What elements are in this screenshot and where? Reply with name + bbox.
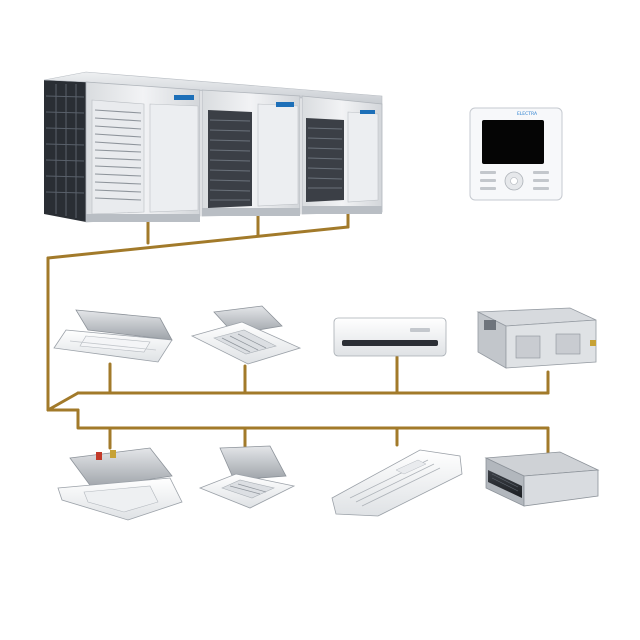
- four-way-cassette-unit: [190, 305, 302, 365]
- midea-badge: [360, 110, 375, 114]
- controller-screen: [482, 120, 544, 164]
- high-static-ducted-unit: [476, 307, 597, 369]
- lower-header-pipe: [76, 408, 550, 430]
- slim-ducted-unit: [484, 451, 600, 507]
- outdoor-unit: [85, 81, 201, 223]
- compact-cassette-unit: [198, 445, 296, 509]
- console-cassette-unit: [57, 447, 183, 521]
- one-way-cassette-unit: [53, 309, 173, 363]
- midea-badge: [276, 102, 294, 107]
- refrigerant-piping: [46, 210, 550, 462]
- controller-logo: ELECTRA: [517, 111, 538, 117]
- outdoor-unit-bank: [43, 71, 383, 223]
- outdoor-side-coil: [44, 80, 86, 222]
- ceiling-floor-unit: [331, 449, 463, 517]
- wall-mounted-split-unit: [333, 317, 447, 357]
- outdoor-unit: [201, 89, 301, 217]
- outdoor-unit: [301, 95, 383, 215]
- midea-badge: [174, 95, 194, 100]
- outdoor-header-pipe: [46, 225, 350, 260]
- wired-controller: ELECTRA: [469, 107, 563, 201]
- main-riser-branch: [46, 391, 80, 412]
